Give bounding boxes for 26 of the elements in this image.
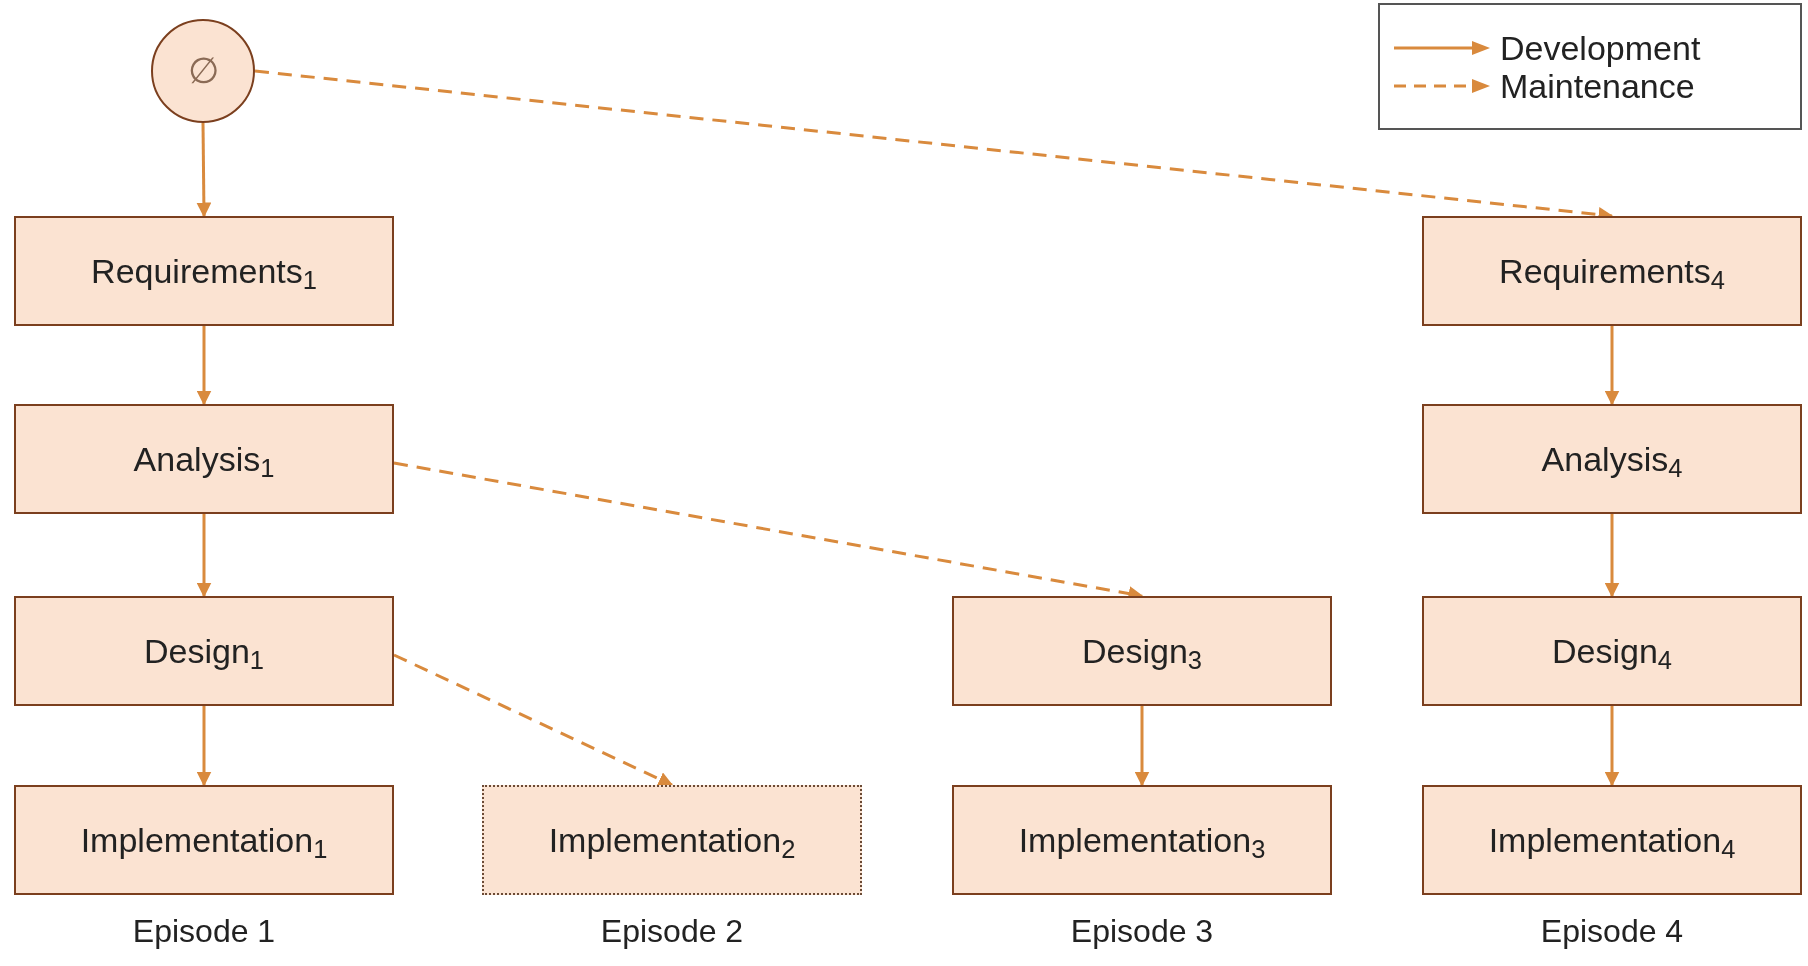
process-box: Requirements$_{1}$ bbox=[14, 216, 394, 326]
arrow bbox=[1134, 706, 1150, 787]
process-box: Requirements$_{4}$ bbox=[1422, 216, 1802, 326]
arrow bbox=[1604, 326, 1620, 406]
process-box: Design$_{3}$ bbox=[952, 596, 1332, 706]
episode-label: Episode 2 bbox=[599, 915, 745, 947]
process-box: Design$_{4}$ bbox=[1422, 596, 1802, 706]
legend-text: Maintenance bbox=[1500, 68, 1695, 103]
process-box: Design$_{1}$ bbox=[14, 596, 394, 706]
legend-text: Development bbox=[1500, 30, 1701, 65]
episode-label: Episode 4 bbox=[1539, 915, 1685, 947]
arrow bbox=[196, 706, 212, 787]
process-box: Implementation$_{4}$ bbox=[1422, 785, 1802, 895]
arrow bbox=[196, 514, 212, 598]
process-box: Analysis$_{1}$ bbox=[14, 404, 394, 514]
arrow bbox=[1604, 514, 1620, 598]
arrow bbox=[196, 123, 212, 218]
arrow bbox=[393, 653, 674, 787]
process-box: Implementation$_{1}$ bbox=[14, 785, 394, 895]
process-box: Implementation$_{2}$ bbox=[482, 785, 862, 895]
arrow bbox=[196, 326, 212, 406]
episode-label: Episode 1 bbox=[131, 915, 277, 947]
process-box: Implementation$_{3}$ bbox=[952, 785, 1332, 895]
episode-label: Episode 3 bbox=[1069, 915, 1215, 947]
arrow bbox=[1604, 706, 1620, 787]
process-box: Analysis$_{4}$ bbox=[1422, 404, 1802, 514]
